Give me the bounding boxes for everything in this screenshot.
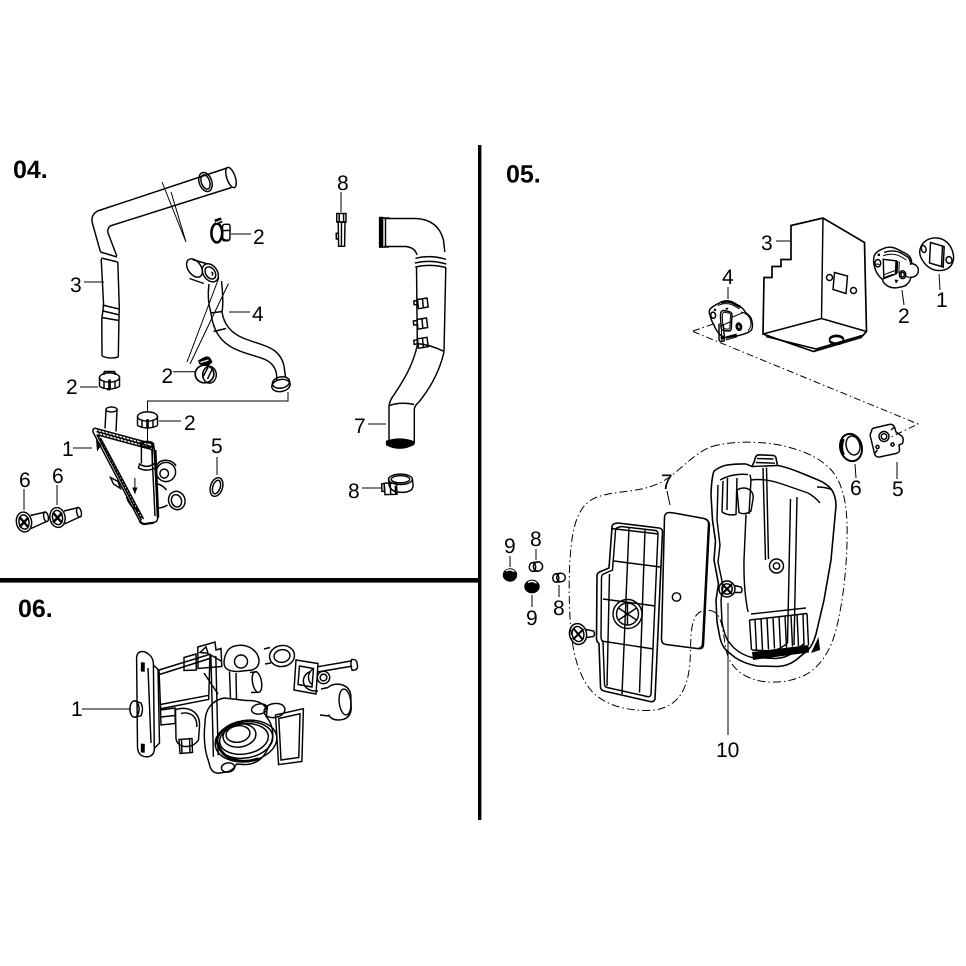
svg-text:2: 2: [184, 412, 196, 435]
svg-text:2: 2: [253, 226, 265, 249]
svg-text:1: 1: [71, 698, 83, 721]
svg-text:5: 5: [211, 435, 223, 458]
svg-text:06.: 06.: [18, 595, 53, 623]
svg-text:9: 9: [526, 607, 538, 630]
svg-text:7: 7: [661, 471, 673, 494]
svg-text:5: 5: [892, 478, 904, 501]
svg-text:9: 9: [504, 535, 516, 558]
svg-text:3: 3: [70, 274, 82, 297]
svg-text:6: 6: [19, 469, 31, 492]
svg-text:04.: 04.: [13, 156, 48, 184]
svg-text:8: 8: [530, 528, 542, 551]
svg-text:4: 4: [722, 266, 734, 289]
svg-text:8: 8: [348, 480, 360, 503]
svg-text:1: 1: [936, 289, 948, 312]
svg-text:05.: 05.: [506, 161, 541, 189]
svg-text:3: 3: [761, 232, 773, 255]
svg-text:4: 4: [252, 303, 264, 326]
svg-text:2: 2: [162, 365, 174, 388]
svg-text:6: 6: [52, 465, 64, 488]
svg-text:2: 2: [66, 376, 78, 399]
svg-text:2: 2: [898, 305, 910, 328]
svg-text:10: 10: [716, 739, 739, 762]
svg-text:8: 8: [337, 172, 349, 195]
svg-text:6: 6: [850, 477, 862, 500]
svg-text:1: 1: [62, 438, 74, 461]
svg-text:8: 8: [553, 597, 565, 620]
svg-text:7: 7: [354, 415, 366, 438]
